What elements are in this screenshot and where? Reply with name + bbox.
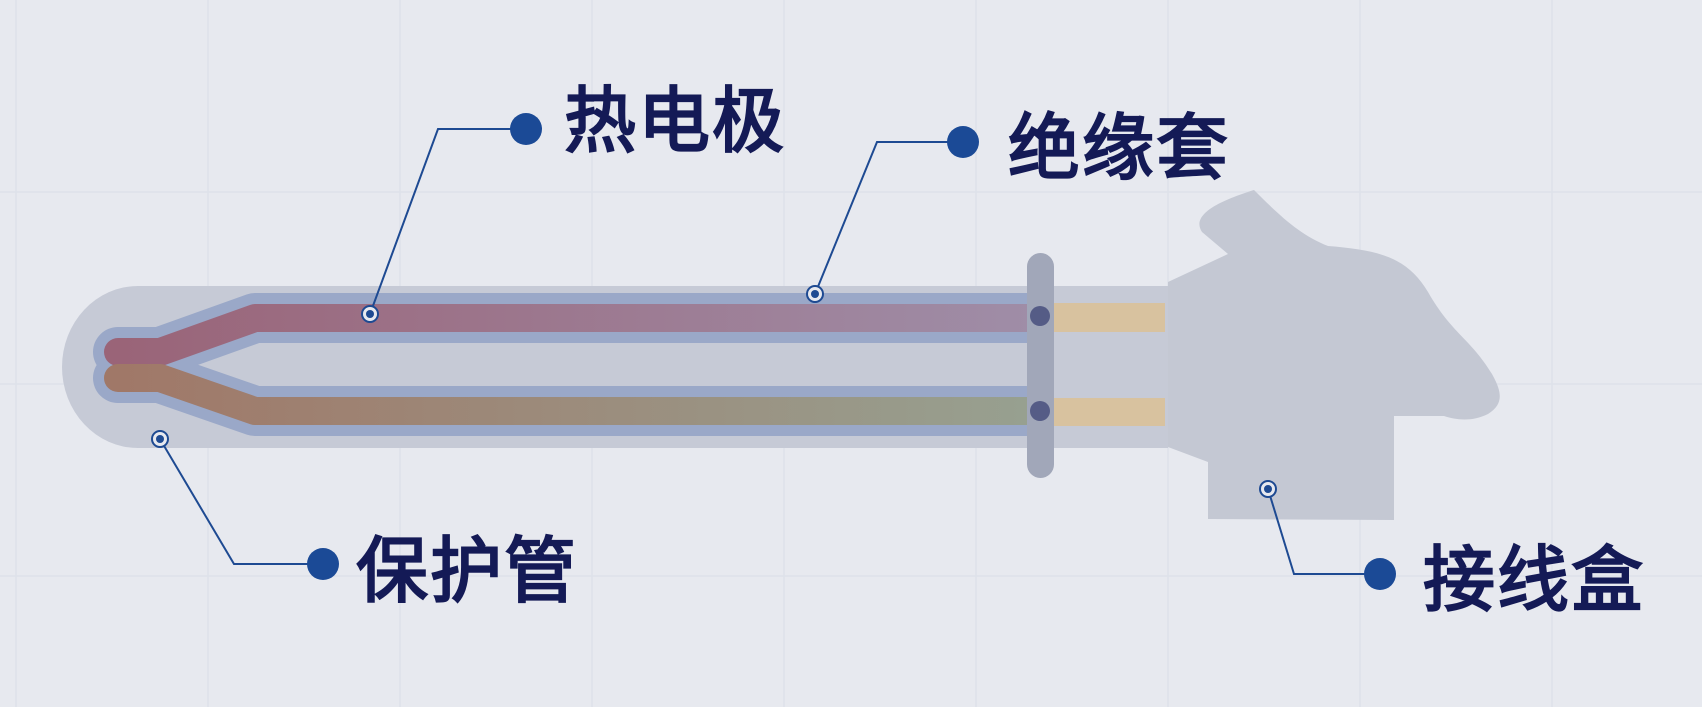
terminal-strip-bottom <box>1038 398 1165 426</box>
dot-protective-tube <box>307 548 339 580</box>
terminal-dot-bottom <box>1030 401 1050 421</box>
callout-line-junction-box <box>1267 488 1380 575</box>
thermoelectrode-wire-top <box>104 304 1044 366</box>
dot-insulation <box>947 126 979 158</box>
terminal-strip-top <box>1038 303 1165 332</box>
label-insulation-sleeve: 绝缘套 <box>1008 106 1231 190</box>
dot-electrode <box>510 113 542 145</box>
label-junction-box: 接线盒 <box>1423 538 1646 622</box>
callout-dots <box>307 113 1396 590</box>
label-thermoelectrode: 热电极 <box>564 79 787 163</box>
dot-junction-box <box>1364 558 1396 590</box>
label-protective-tube: 保护管 <box>356 529 579 613</box>
callout-line-protective-tube <box>159 438 322 565</box>
terminal-dot-top <box>1030 306 1050 326</box>
thermoelectrode-wire-bottom <box>104 364 1044 425</box>
junction-box-shape <box>1168 190 1500 520</box>
callout-line-electrode <box>369 128 526 315</box>
callout-line-insulation <box>814 141 962 295</box>
mounting-flange <box>1027 253 1054 478</box>
callout-anchors <box>151 285 1277 498</box>
callout-lines <box>159 128 1380 575</box>
